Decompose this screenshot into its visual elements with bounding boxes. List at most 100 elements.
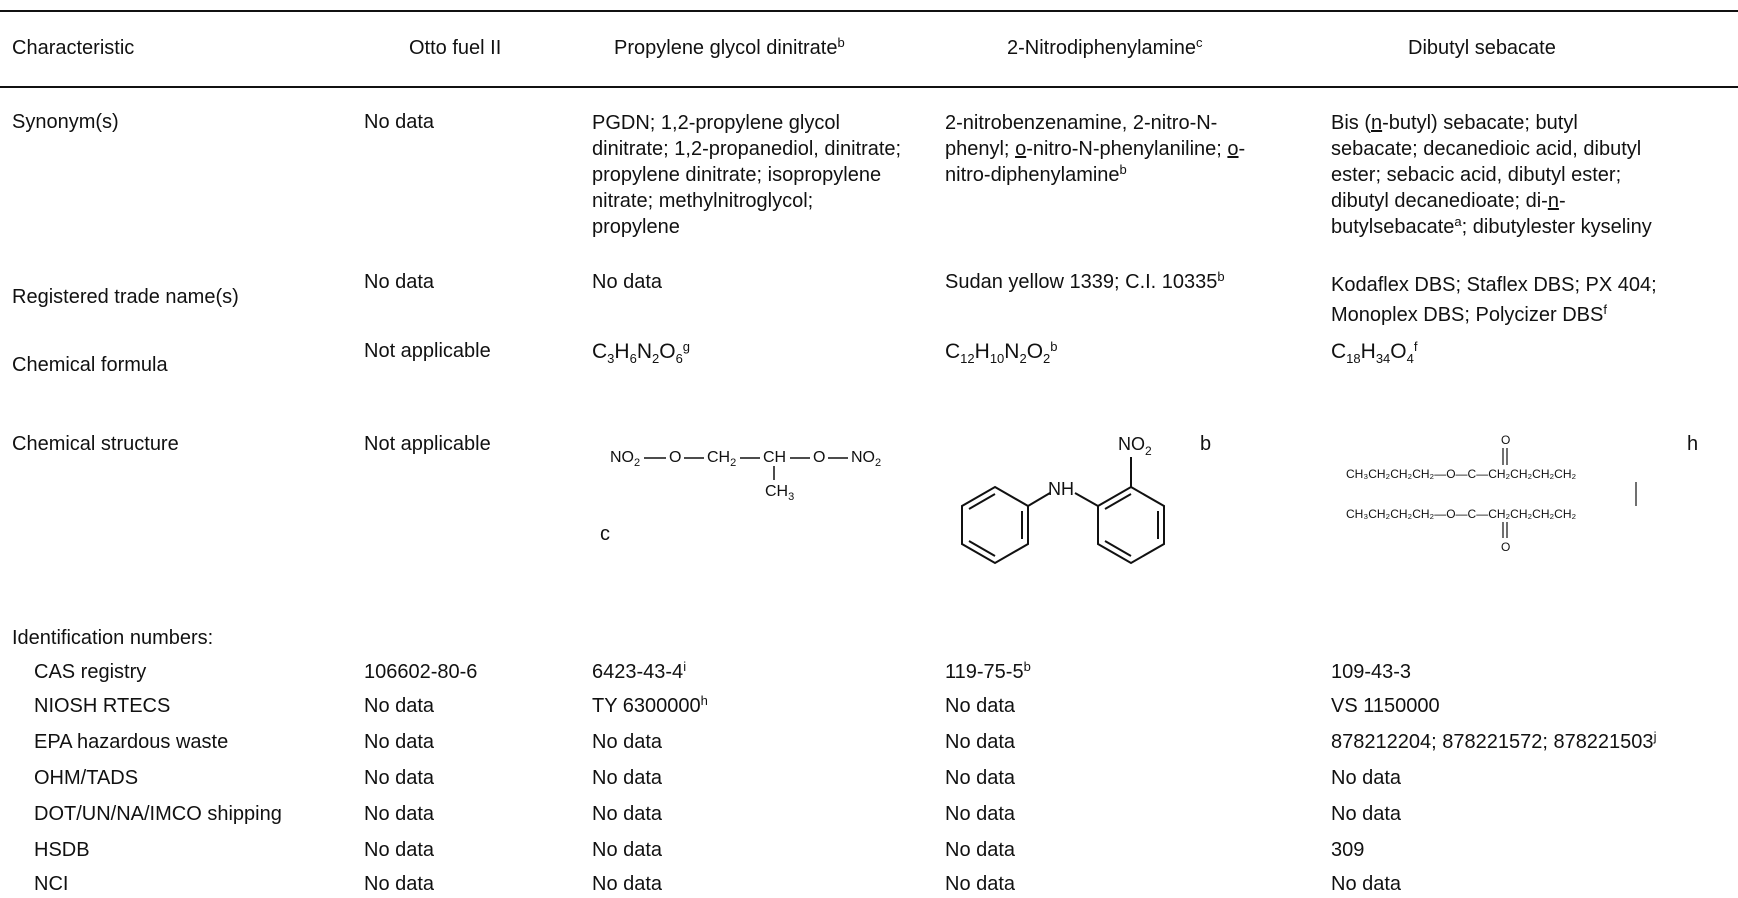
synonyms-dbs-1c: -butyl) sebacate; butyl [1382, 112, 1578, 134]
pgdn-o1: O [669, 449, 681, 466]
header-dbs: Dibutyl sebacate [1408, 37, 1556, 59]
id-label: OHM/TADS [34, 767, 139, 789]
id-ndpa: No data [945, 766, 1015, 791]
id-otto: No data [364, 803, 435, 825]
id-dbs-text: No data [1331, 873, 1402, 895]
id-pgdn: TY 6300000h [592, 694, 708, 719]
id-dbs: 878212204; 878221572; 878221503j [1331, 730, 1656, 755]
formula-ndpa-c: C [945, 340, 961, 363]
id-pgdn: No data [592, 802, 662, 827]
id-pgdn-text: No data [592, 731, 663, 753]
synonyms-pgdn: PGDN; 1,2-propylene glycol dinitrate; 1,… [592, 112, 902, 238]
formula-ndpa-o: O [1026, 340, 1044, 363]
header-rule [0, 86, 1738, 88]
synonyms-dbs-4a: dibutyl decanedioate; di- [1331, 190, 1548, 212]
formula-label: Chemical formula [12, 354, 168, 376]
trade-ndpa-text: Sudan yellow 1339; C.I. 10335 [945, 271, 1218, 293]
id-ndpa: No data [945, 838, 1015, 863]
id-ndpa: No data [945, 694, 1015, 719]
synonyms-dbs-line5: butylsebacatea; dibutylester kyseliny [1331, 214, 1652, 240]
id-otto: No data [364, 695, 435, 717]
formula-ndpa-sup: b [1050, 339, 1058, 354]
synonyms-ndpa-2e: - [1238, 138, 1246, 160]
id-label: NIOSH RTECS [34, 695, 171, 717]
structure-otto: Not applicable [364, 433, 491, 455]
id-dbs: VS 1150000 [1331, 694, 1440, 719]
formula-otto: Not applicable [364, 340, 491, 362]
synonyms-dbs-1a: Bis ( [1331, 112, 1371, 134]
id-dbs-sup: j [1653, 729, 1657, 744]
id-ndpa-text: No data [945, 839, 1016, 861]
id-ndpa-text: No data [945, 803, 1016, 825]
ndpa-structure-ref: b [1200, 433, 1212, 455]
dbs-structure: O CH₃CH₂CH₂CH₂—O—C—CH₂CH₂CH₂CH₂ CH₃CH₂CH… [1346, 433, 1637, 554]
id-dbs: No data [1331, 766, 1401, 791]
formula-dbs-o-n: 4 [1406, 351, 1414, 366]
synonyms-ndpa-2c: -nitro-N-phenylaniline; [1026, 138, 1228, 160]
pgdn-o2: O [813, 449, 825, 466]
id-ndpa: No data [945, 730, 1015, 755]
id-dbs: 109-43-3 [1331, 660, 1411, 685]
id-pgdn-text: TY 6300000 [592, 695, 701, 717]
trade-ndpa: Sudan yellow 1339; C.I. 10335b [945, 270, 1225, 295]
id-pgdn-sup: i [683, 659, 687, 674]
synonyms-ndpa-2d: o [1227, 138, 1239, 160]
dbs-o-bottom: O [1501, 540, 1510, 554]
dbs-o-top: O [1501, 433, 1510, 447]
trade-dbs: Kodaflex DBS; Staflex DBS; PX 404; Monop… [1331, 270, 1657, 330]
synonyms-dbs-5sup: a [1454, 214, 1462, 229]
id-dbs-text: No data [1331, 767, 1402, 789]
synonyms-dbs-5b: ; dibutylester kyseliny [1461, 216, 1652, 238]
id-dbs: No data [1331, 872, 1401, 897]
id-ndpa: No data [945, 872, 1015, 897]
structure-label: Chemical structure [12, 433, 179, 455]
header-characteristic: Characteristic [12, 37, 135, 59]
formula-dbs-sup: f [1413, 339, 1418, 354]
id-pgdn: No data [592, 730, 662, 755]
synonyms-dbs-line1: Bis (n-butyl) sebacate; butyl [1331, 110, 1652, 136]
id-dbs: No data [1331, 802, 1401, 827]
synonyms-dbs-line4: dibutyl decanedioate; di-n- [1331, 188, 1652, 214]
pgdn-structure-ref: c [600, 523, 610, 545]
id-pgdn-text: No data [592, 803, 663, 825]
header-ndpa-sup: c [1195, 35, 1203, 50]
formula-ndpa-h: H [974, 340, 990, 363]
id-pgdn: No data [592, 766, 662, 791]
header-ndpa-text: 2-Nitrodiphenylamine [1007, 37, 1196, 59]
ids-heading: Identification numbers: [12, 627, 214, 649]
id-pgdn: No data [592, 872, 662, 897]
synonyms-dbs: Bis (n-butyl) sebacate; butyl sebacate; … [1331, 110, 1652, 240]
header-otto-fuel: Otto fuel II [409, 37, 502, 59]
formula-pgdn: C3H6N2O6g [592, 339, 691, 366]
id-label: HSDB [34, 839, 90, 861]
trade-dbs-line2-text: Monoplex DBS; Polycizer DBS [1331, 304, 1604, 326]
id-pgdn: 6423-43-4i [592, 660, 686, 685]
trade-dbs-line2: Monoplex DBS; Polycizer DBSf [1331, 300, 1657, 330]
formula-pgdn-o-n: 6 [675, 351, 683, 366]
id-ndpa-text: No data [945, 767, 1016, 789]
formula-dbs-h-n: 34 [1375, 351, 1391, 366]
synonyms-ndpa-2a: phenyl; [945, 138, 1016, 160]
formula-dbs-c-n: 18 [1346, 351, 1361, 366]
dbs-chain-top: CH₃CH₂CH₂CH₂—O—C—CH₂CH₂CH₂CH₂ [1346, 467, 1576, 481]
id-otto: No data [364, 873, 435, 895]
id-pgdn-text: No data [592, 873, 663, 895]
id-pgdn: No data [592, 838, 662, 863]
trade-ndpa-sup: b [1217, 269, 1225, 284]
dbs-structure-ref: h [1687, 433, 1699, 455]
synonyms-dbs-4b: n [1547, 190, 1559, 212]
synonyms-ndpa-line3: nitro-diphenylamineb [945, 162, 1245, 188]
pgdn-ch3: CH3 [765, 483, 794, 503]
formula-dbs-o: O [1390, 340, 1407, 363]
id-otto: No data [364, 839, 435, 861]
synonyms-label: Synonym(s) [12, 111, 119, 133]
id-label: EPA hazardous waste [34, 731, 229, 753]
id-dbs-text: 309 [1331, 839, 1365, 861]
header-ndpa: 2-Nitrodiphenylaminec [1007, 36, 1202, 61]
formula-ndpa-h-n: 10 [989, 351, 1005, 366]
formula-pgdn-sup: g [682, 339, 691, 354]
formula-pgdn-h-n: 6 [629, 351, 637, 366]
synonyms-ndpa-3: nitro-diphenylamine [945, 164, 1120, 186]
id-label: NCI [34, 873, 69, 895]
pgdn-no2-left: NO2 [610, 449, 640, 469]
